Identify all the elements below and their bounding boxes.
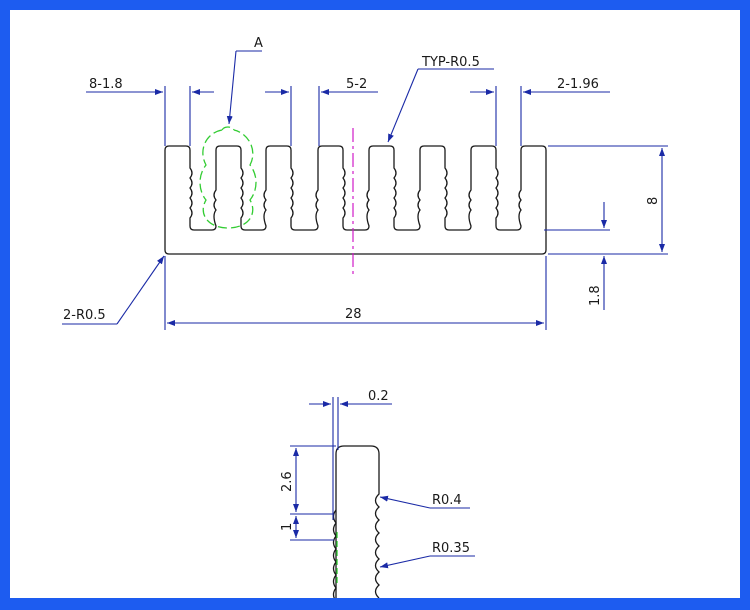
end-fin-dimension <box>470 86 610 146</box>
detail-fin-outline <box>335 445 380 598</box>
top-height-dimension <box>290 445 336 515</box>
corner-radius-leader <box>62 255 165 325</box>
height-label: 8 <box>646 197 661 205</box>
base-label: 1.8 <box>588 285 603 306</box>
pitch-label: 1 <box>280 523 295 531</box>
heatsink-profile <box>164 145 547 255</box>
pitch-dimension <box>290 516 334 541</box>
detail-fin-serrations <box>332 509 337 598</box>
height-dimension <box>548 145 668 255</box>
fin-width-label: 8-1.8 <box>89 77 123 92</box>
end-fin-label: 2-1.96 <box>557 77 599 92</box>
radius-r04-label: R0.4 <box>432 493 462 508</box>
typ-radius-leader <box>387 68 494 143</box>
drawing-sheet: A 8-1.8 5-2 TYP-R0.5 <box>10 10 740 598</box>
radius-r035-label: R0.35 <box>432 541 470 556</box>
profile-outline <box>164 145 547 255</box>
slot-width-dimension <box>265 86 378 146</box>
width-label: 28 <box>345 307 362 322</box>
tooth-depth-label: 0.2 <box>368 389 389 404</box>
radius-r04-leader <box>379 495 470 509</box>
radius-r035-leader <box>379 555 475 569</box>
detail-a-leader <box>226 50 262 125</box>
detail-a-marker <box>199 126 257 229</box>
detail-a-label: A <box>254 36 263 51</box>
tooth-depth-dimension <box>309 397 392 520</box>
top-height-label: 2.6 <box>280 471 295 492</box>
typ-radius-label: TYP-R0.5 <box>421 55 480 70</box>
slot-width-label: 5-2 <box>346 77 367 92</box>
heatsink-drawing: A 8-1.8 5-2 TYP-R0.5 <box>62 36 668 598</box>
width-dimension <box>164 256 547 330</box>
detail-fin-profile <box>332 445 380 598</box>
fin-width-dimension <box>86 86 214 146</box>
corner-radius-label: 2-R0.5 <box>63 308 106 323</box>
base-dimension <box>544 202 610 310</box>
